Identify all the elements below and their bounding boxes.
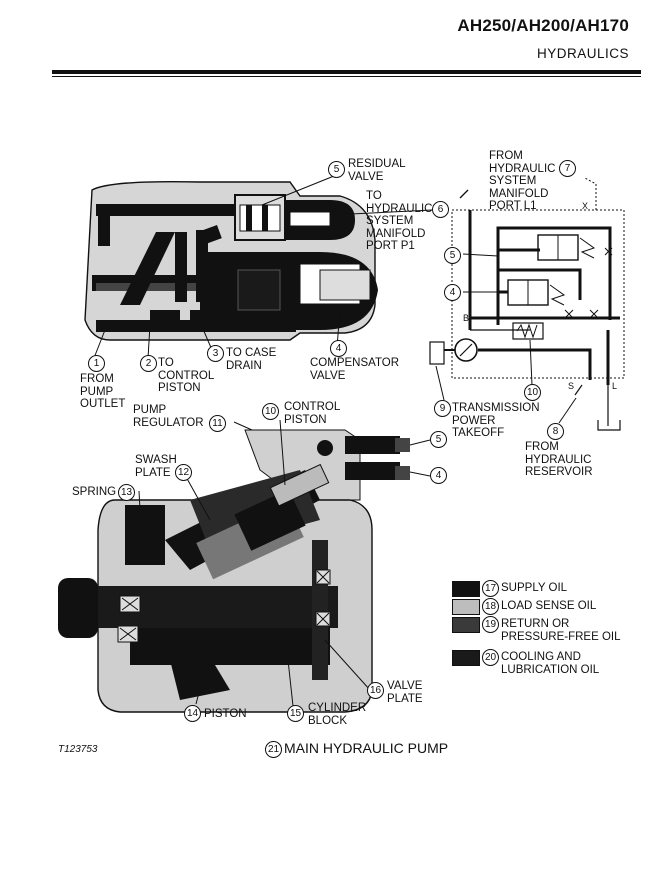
callout-13-marker: 13 (118, 484, 135, 501)
callout-4-label: COMPENSATOR VALVE (310, 357, 400, 382)
legend-marker-19: 19 (482, 616, 499, 633)
callout-10-label: CONTROL PISTON (284, 401, 341, 426)
callout-7-label: FROM HYDRAULIC SYSTEM MANIFOLD PORT L1 (489, 150, 556, 212)
callout-1-marker: 1 (88, 355, 105, 372)
callout-14-marker: 14 (184, 705, 201, 722)
callout-12-marker: 12 (175, 464, 192, 481)
callout-5-label: RESIDUAL VALVE (348, 158, 406, 183)
callout-11-label: PUMP REGULATOR (133, 404, 204, 429)
schematic-callout-10: 10 (524, 384, 541, 401)
leader-lines-bottom (138, 419, 431, 707)
callout-12-label: SWASH PLATE (135, 454, 177, 479)
callout-2-marker: 2 (140, 355, 157, 372)
figure-id: T123753 (58, 744, 98, 755)
header-rule-thin (52, 76, 641, 77)
callout-13-label: SPRING (72, 486, 117, 498)
pump-cutaway-bottom (58, 429, 410, 713)
callout-2-label: TO CONTROL PISTON (158, 357, 215, 394)
callout-6-label: TO HYDRAULIC SYSTEM MANIFOLD PORT P1 (366, 190, 433, 252)
callout-5-lower-marker: 5 (430, 431, 447, 448)
header-rule (52, 70, 641, 74)
legend-swatch-load-sense (452, 599, 480, 615)
port-l-label: L (612, 381, 618, 391)
legend-label-cooling: COOLING AND LUBRICATION OIL (501, 651, 600, 676)
callout-10-marker: 10 (262, 403, 279, 420)
legend-marker-17: 17 (482, 580, 499, 597)
callout-8-label: FROM HYDRAULIC RESERVOIR (525, 441, 593, 478)
callout-5-marker: 5 (328, 161, 345, 178)
callout-6-marker: 6 (432, 201, 449, 218)
legend-label-supply: SUPPLY OIL (501, 582, 568, 594)
schematic-callout-4: 4 (444, 284, 461, 301)
schematic-callout-5: 5 (444, 247, 461, 264)
legend-swatch-supply (452, 581, 480, 597)
callout-9-label: TRANSMISSION POWER TAKEOFF (452, 402, 540, 439)
callout-16-marker: 16 (367, 682, 384, 699)
callout-1-label: FROM PUMP OUTLET (80, 373, 126, 410)
callout-4-marker: 4 (330, 340, 347, 357)
callout-14-label: PISTON (204, 708, 247, 720)
callout-3-marker: 3 (207, 345, 224, 362)
legend-marker-18: 18 (482, 598, 499, 615)
callout-7-marker: 7 (559, 160, 576, 177)
callout-15-marker: 15 (287, 705, 304, 722)
legend-label-load-sense: LOAD SENSE OIL (501, 600, 597, 612)
caption-marker: 21 (265, 741, 282, 758)
document-title: AH250/AH200/AH170 (457, 16, 629, 35)
legend-marker-20: 20 (482, 649, 499, 666)
port-x-label: X (582, 201, 589, 211)
hydraulic-schematic (429, 177, 625, 431)
legend-swatch-cooling (452, 650, 480, 666)
callout-15-label: CYLINDER BLOCK (308, 702, 367, 727)
callout-11-marker: 11 (209, 415, 226, 432)
pump-cutaway-top (84, 180, 378, 341)
section-title: HYDRAULICS (536, 46, 629, 61)
port-s-label: S (568, 381, 575, 391)
figure-caption: MAIN HYDRAULIC PUMP (284, 740, 449, 756)
callout-16-label: VALVE PLATE (387, 680, 423, 705)
callout-8-marker: 8 (547, 423, 564, 440)
callout-3-label: TO CASE DRAIN (226, 347, 277, 372)
callout-4-lower-marker: 4 (430, 467, 447, 484)
legend-swatch-return (452, 617, 480, 633)
legend-label-return: RETURN OR PRESSURE-FREE OIL (501, 618, 621, 643)
port-b-label: B (463, 313, 470, 323)
callout-9-marker: 9 (434, 400, 451, 417)
